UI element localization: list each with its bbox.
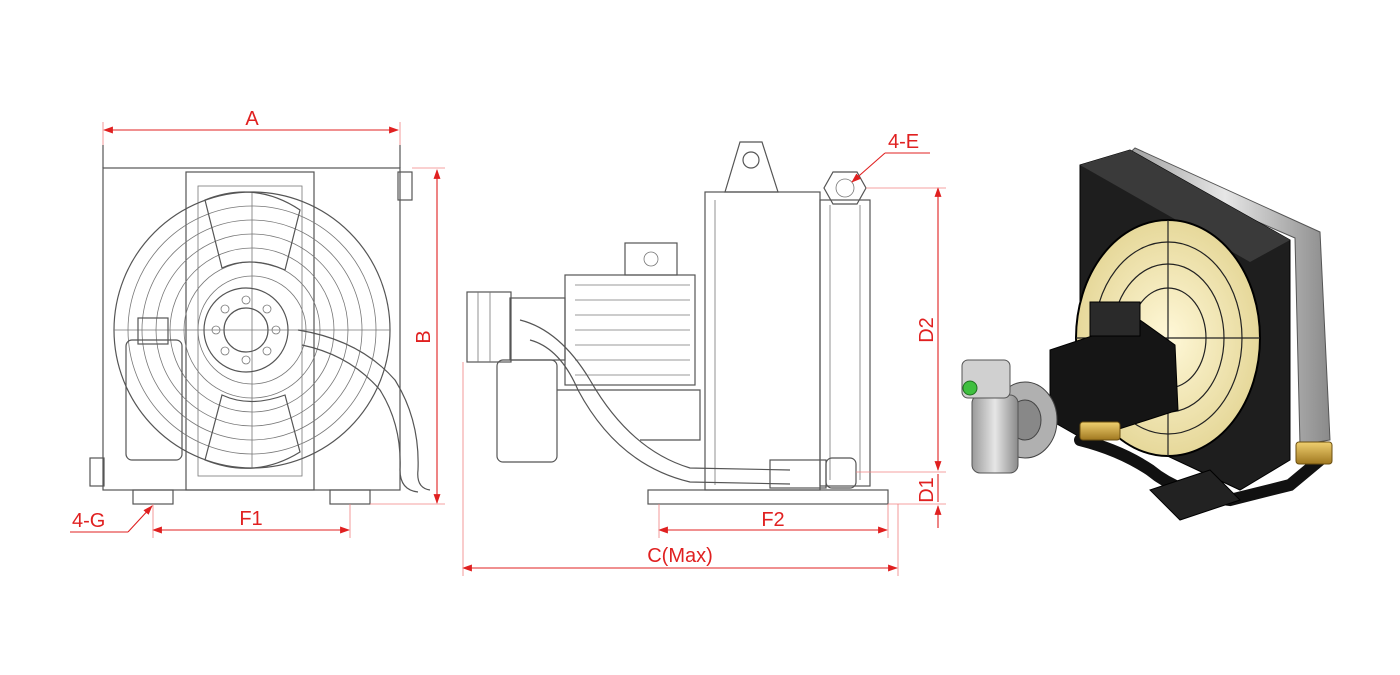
side-motor-terminal-box (624, 242, 678, 276)
isometric-view (961, 147, 1333, 521)
side-view (466, 141, 889, 505)
front-filter-head (137, 317, 169, 345)
iso-filter (971, 394, 1019, 474)
side-radiator (819, 199, 871, 487)
side-bracket (557, 389, 701, 441)
side-lifting-eye (724, 141, 779, 193)
label-c-max: C(Max) (647, 545, 713, 567)
iso-terminal-box (1089, 301, 1141, 337)
side-hose (519, 319, 791, 471)
front-fan-blade-bottom (204, 394, 301, 469)
front-nut-top (397, 171, 413, 201)
front-nut-bottom (89, 457, 105, 487)
front-hose (297, 329, 431, 491)
front-view (89, 145, 431, 505)
dimensions (70, 122, 946, 576)
label-a: A (245, 108, 259, 130)
front-foot-left (132, 489, 174, 505)
dimension-labels: A B F1 4-G 4-E D2 D1 F2 C(Max) (72, 108, 938, 567)
label-b: B (413, 330, 435, 343)
iso-fitting-right (1295, 441, 1333, 465)
front-housing (102, 167, 401, 491)
front-fan-blade-top (204, 191, 301, 271)
front-foot-right (329, 489, 371, 505)
side-pump-flange (466, 291, 512, 363)
front-hub (203, 287, 289, 373)
iso-fitting-left (1079, 421, 1121, 441)
side-pump (509, 297, 566, 361)
label-g: 4-G (72, 510, 105, 532)
label-e: 4-E (888, 131, 919, 153)
side-bottom-fitting (825, 457, 857, 489)
side-hose-coupling (769, 459, 827, 489)
side-mount-nut (823, 171, 867, 205)
iso-indicator (962, 380, 978, 396)
label-f1: F1 (239, 508, 262, 530)
iso-base (1149, 469, 1241, 521)
front-fan-frame (185, 171, 315, 491)
label-d1: D1 (916, 477, 938, 503)
label-f2: F2 (761, 509, 784, 531)
front-fan-guard (113, 191, 391, 469)
front-filter (125, 339, 183, 461)
label-d2: D2 (916, 317, 938, 343)
side-housing (704, 191, 821, 491)
side-base-plate (647, 489, 889, 505)
side-filter (496, 359, 558, 463)
